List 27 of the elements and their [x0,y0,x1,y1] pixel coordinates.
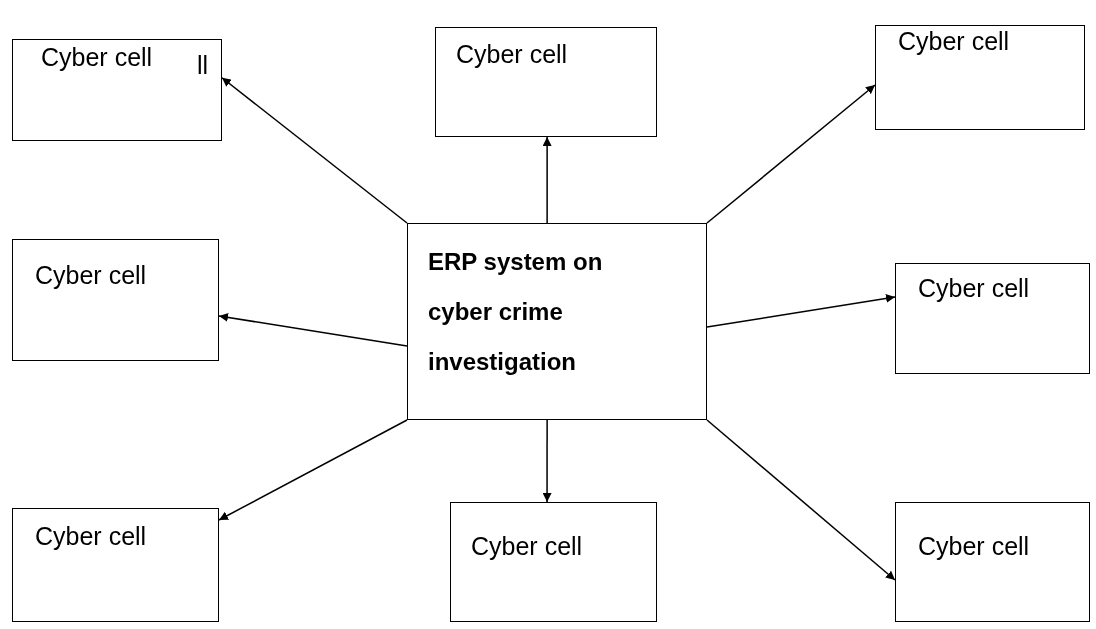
arrow [542,136,552,224]
cell-box [875,25,1085,130]
box-label: Cyber cell [35,521,147,551]
cell-box [895,263,1090,374]
stray-text: ll [197,50,209,80]
cell-box [435,27,657,137]
arrow [218,312,408,347]
box-label: Cyber cell [35,260,147,290]
cell-box [12,39,222,141]
box-label: Cyber cell [918,531,1030,561]
arrow [706,84,876,224]
box-label: Cyber cell [41,42,153,72]
cell-box [895,502,1090,622]
arrow [542,419,552,503]
box-label: Cyber cell [456,39,568,69]
cell-box [12,508,219,622]
box-label: Cyber cell [471,531,583,561]
arrow [706,419,896,581]
arrow [218,419,408,521]
box-label: Cyber cell [898,26,1010,56]
system-box [407,223,707,420]
cell-box [450,502,657,622]
box-title: ERP system on cyber crime investigation [428,247,604,377]
arrow [221,77,408,224]
box-label: Cyber cell [918,273,1030,303]
cell-box [12,239,219,361]
arrow [706,293,896,328]
